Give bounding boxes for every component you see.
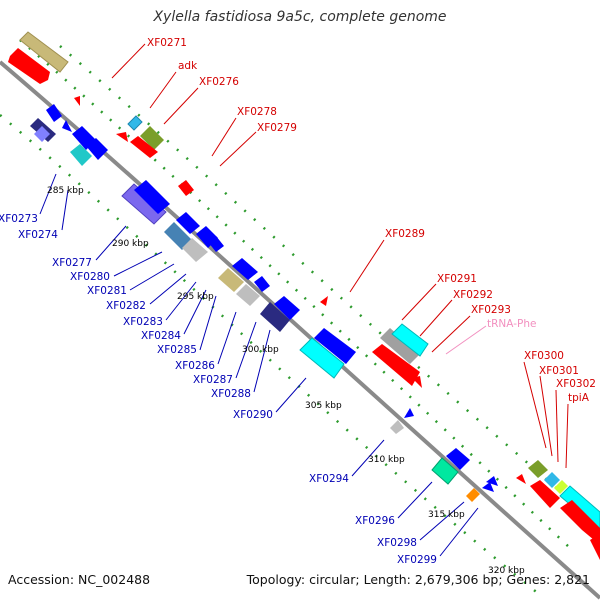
gene-cluster-red-4[interactable] <box>590 534 600 560</box>
gene-cluster-red-2[interactable] <box>530 480 560 508</box>
gene-xf0276[interactable] <box>116 132 128 142</box>
label-xf0283[interactable]: XF0283 <box>123 316 163 328</box>
label-xf0273[interactable]: XF0273 <box>0 213 38 225</box>
label-xf0286[interactable]: XF0286 <box>175 360 215 372</box>
map-title: Xylella fastidiosa 9a5c, complete genome <box>153 9 447 25</box>
label-xf0293[interactable]: XF0293 <box>471 304 511 316</box>
gene-xf0282[interactable] <box>182 238 208 262</box>
gene-xf0271-box[interactable] <box>19 31 69 73</box>
gene-xf0274-arrow[interactable] <box>62 120 72 132</box>
label-xf0292[interactable]: XF0292 <box>453 289 493 301</box>
scale-label: 315 kbp <box>428 510 465 520</box>
gene-xf0282-b[interactable] <box>176 212 200 234</box>
scale-label: 305 kbp <box>305 401 342 411</box>
label-xf0276[interactable]: XF0276 <box>199 76 239 88</box>
gene-xf0298[interactable] <box>466 488 480 502</box>
gene-xf0294-arrow[interactable] <box>404 408 414 418</box>
gene-small-arrow-1[interactable] <box>74 96 80 106</box>
label-xf0278[interactable]: XF0278 <box>237 106 277 118</box>
gene-xf0278[interactable] <box>178 180 194 196</box>
far-dotted-guide <box>59 45 600 526</box>
gene-xf0292[interactable] <box>391 323 429 357</box>
label-xf0288[interactable]: XF0288 <box>211 388 251 400</box>
accession-text: Accession: NC_002488 <box>8 572 151 587</box>
gene-xf0285[interactable] <box>236 284 260 306</box>
label-xf0299[interactable]: XF0299 <box>397 554 437 566</box>
forward-gene-labels: XF0271 adk XF0276 XF0278 XF0279 XF0289 X… <box>147 37 596 404</box>
gene-xf0281[interactable] <box>164 222 192 250</box>
gene-xf0291-box[interactable] <box>380 328 420 364</box>
label-xf0289[interactable]: XF0289 <box>385 228 425 240</box>
genome-summary-text: Topology: circular; Length: 2,679,306 bp… <box>246 572 590 587</box>
label-xf0271[interactable]: XF0271 <box>147 37 187 49</box>
gene-xf0286[interactable] <box>260 302 290 332</box>
gene-xf0276b[interactable] <box>130 136 158 158</box>
scale-labels: 285 kbp 290 kbp 295 kbp 300 kbp 305 kbp … <box>47 186 525 576</box>
label-xf0301[interactable]: XF0301 <box>539 365 579 377</box>
label-xf0290[interactable]: XF0290 <box>233 409 273 421</box>
label-xf0282[interactable]: XF0282 <box>106 300 146 312</box>
gene-xf0299-b[interactable] <box>486 476 498 486</box>
gene-cluster-red-3[interactable] <box>560 500 600 545</box>
label-xf0298[interactable]: XF0298 <box>377 537 417 549</box>
scale-label: 320 kbp <box>488 566 525 576</box>
scale-label: 310 kbp <box>368 455 405 465</box>
reverse-leader-lines <box>39 173 479 557</box>
gene-xf0284[interactable] <box>218 268 244 292</box>
gene-xf0287[interactable] <box>274 296 300 320</box>
gene-xf0274[interactable] <box>46 104 62 122</box>
gene-xf0274-c[interactable] <box>70 144 92 166</box>
gene-xf0288[interactable] <box>299 337 345 379</box>
gene-xf0294[interactable] <box>390 420 404 434</box>
gene-xf0284-b[interactable] <box>232 258 258 280</box>
label-xf0279[interactable]: XF0279 <box>257 122 297 134</box>
gene-xf0283-b[interactable] <box>208 236 224 252</box>
label-xf0284[interactable]: XF0284 <box>141 330 181 342</box>
label-xf0302[interactable]: XF0302 <box>556 378 596 390</box>
gene-cluster-red-1[interactable] <box>516 474 526 484</box>
gene-xf0293[interactable] <box>372 344 420 386</box>
gene-xf0276-box[interactable] <box>140 126 164 150</box>
gene-xf0300[interactable] <box>528 460 548 478</box>
label-xf0291[interactable]: XF0291 <box>437 273 477 285</box>
scale-label: 285 kbp <box>47 186 84 196</box>
gene-xf0290[interactable] <box>314 328 356 364</box>
label-xf0280[interactable]: XF0280 <box>70 271 110 283</box>
label-xf0281[interactable]: XF0281 <box>87 285 127 297</box>
forward-leader-lines <box>111 43 569 469</box>
gene-adk[interactable] <box>127 115 143 131</box>
label-xf0277[interactable]: XF0277 <box>52 257 92 269</box>
gene-xf0280[interactable] <box>134 180 170 214</box>
gene-xf0293b[interactable] <box>412 376 422 388</box>
reverse-gene-labels: XF0273 XF0274 XF0277 XF0280 XF0281 XF028… <box>0 213 437 566</box>
gene-xf0299[interactable] <box>482 482 494 492</box>
gene-xf0273-b[interactable] <box>34 126 50 142</box>
label-tpia[interactable]: tpiA <box>568 392 590 404</box>
gene-xf0277[interactable] <box>121 183 167 225</box>
label-xf0296[interactable]: XF0296 <box>355 515 395 527</box>
gene-xf0271[interactable] <box>8 48 50 84</box>
forward-genes <box>8 31 600 560</box>
label-xf0294[interactable]: XF0294 <box>309 473 349 485</box>
reverse-genes <box>30 104 498 502</box>
label-xf0285[interactable]: XF0285 <box>157 344 197 356</box>
gene-xf0285-b[interactable] <box>254 276 270 292</box>
label-xf0300[interactable]: XF0300 <box>524 350 564 362</box>
gene-xf0296-b[interactable] <box>446 448 470 470</box>
scale-label: 290 kbp <box>112 239 149 249</box>
genome-backbone <box>0 60 600 600</box>
scale-label: 300 kbp <box>242 345 279 355</box>
label-adk[interactable]: adk <box>178 60 198 72</box>
gene-xf0289[interactable] <box>320 296 328 306</box>
label-xf0287[interactable]: XF0287 <box>193 374 233 386</box>
label-trna-phe[interactable]: tRNA-Phe <box>487 318 536 330</box>
trna-leader-line <box>445 325 487 355</box>
scale-label: 295 kbp <box>177 292 214 302</box>
gene-xf0277-arrow[interactable] <box>86 138 108 160</box>
gene-xf0302[interactable] <box>554 480 568 494</box>
gene-xf0296[interactable] <box>431 457 459 485</box>
gene-xf0301[interactable] <box>544 472 560 488</box>
label-xf0274[interactable]: XF0274 <box>18 229 58 241</box>
